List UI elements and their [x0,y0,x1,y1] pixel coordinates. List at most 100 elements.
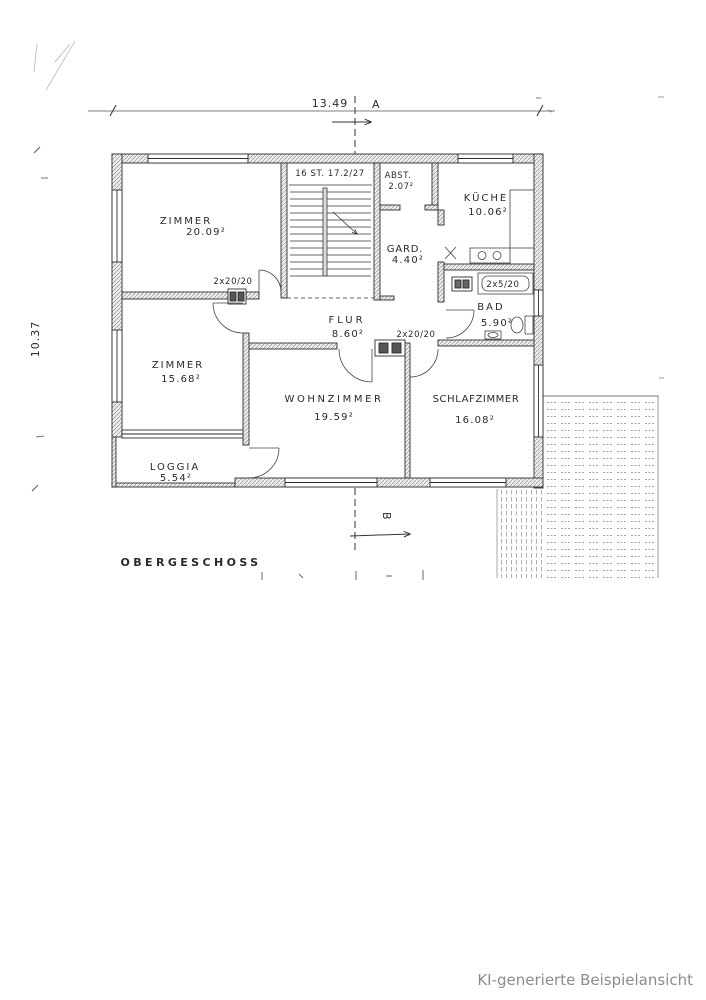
room-name-loggia: LOGGIA [150,462,200,473]
overall-width-label: 13.49 [312,97,349,110]
top-dimension: 13.49 [88,97,555,117]
wardrobe-wall-east [437,209,445,226]
room-name-bedroom: SCHLAFZIMMER [433,394,520,405]
scan-scratch [45,40,76,91]
chimneys [227,276,473,357]
chimney-hall [374,339,406,357]
door-living-room [338,348,373,383]
door-zimmer-west [212,302,244,334]
door-bathroom [445,309,475,339]
exterior-wall-south [234,477,544,488]
cut-mark [298,573,304,579]
room-name-storage: ABST. [385,171,412,181]
bathtub-basin [481,275,530,292]
stairwell: 16 ST. 17.2/27 [287,169,374,299]
chimney-note-west: 2x20/20 [213,277,252,287]
washbasin [484,330,502,340]
room-living-wall [242,332,250,446]
exterior-wall-east [533,153,544,489]
storage-wall-east [431,162,439,211]
window [147,153,249,164]
stove-burner [492,251,502,260]
room-divider-wall [121,291,229,300]
section-label-bottom: B [380,512,393,521]
floor-title: OBERGESCHOSS [121,556,262,569]
dimension-tick [35,435,45,438]
chimney-west [227,288,247,305]
kitchen-stove [469,247,511,264]
door-bedroom [409,348,439,378]
window [429,477,507,488]
dimension-tick [109,104,117,117]
room-area-storage: 2.07² [388,182,413,192]
room-area-loggia: 5.54² [160,473,192,484]
toilet-tank [524,315,534,335]
wardrobe-wall-east [437,261,445,303]
section-arrow [349,534,410,536]
scan-cut-marks [261,570,424,580]
section-marker-top: A [332,96,380,158]
room-area-zimmer-north: 20.09² [186,227,226,238]
room-area-wardrobe: 4.40² [392,255,424,266]
room-area-zimmer-west: 15.68² [161,374,201,385]
chimney-notes: 2x20/20 2x20/20 2x5/20 [213,277,519,340]
window [533,364,544,438]
chimney-note-hall: 2x20/20 [396,330,435,340]
scan-scratch [33,43,38,73]
stair-center-wall [322,187,328,277]
neighbor-building [496,395,659,578]
room-area-bathroom: 5.90² [481,318,513,329]
room-area-kitchen: 10.06² [468,207,508,218]
room-name-zimmer-north: ZIMMER [160,216,212,227]
hall-living-wall [248,342,338,350]
room-name-kitchen: KÜCHE [464,191,508,204]
room-name-hall: FLUR [328,315,365,326]
bathtub [477,272,534,295]
overall-depth-label: 10.37 [29,321,42,358]
room-labels: ZIMMER 20.09² ABST. 2.07² KÜCHE 10.06² G… [150,171,520,484]
window [457,153,514,164]
stair-note: 16 ST. 17.2/27 [295,169,365,179]
loggia-window-door [121,429,244,439]
neighbor-stripe-area [497,489,543,578]
kitchen-counter [509,189,535,249]
chimney-bath [451,276,473,292]
loggia-parapet-west [111,436,117,488]
door-loggia [248,447,280,479]
dimension-tick [536,104,544,117]
window [533,289,544,317]
dimension-tick [31,484,39,492]
window [111,329,123,403]
scan-artifacts [33,40,664,379]
neighbor-hatch-area [543,397,658,578]
storage-wall-south [424,204,439,211]
chimney-note-bath: 2x5/20 [486,280,519,290]
door-zimmer-north [258,269,282,293]
washbasin-bowl [487,332,499,338]
dimension-tick [33,146,41,154]
room-area-living-room: 19.59² [314,412,354,423]
section-marker-bottom: B [349,488,410,550]
living-bedroom-wall [404,342,411,479]
room-name-bathroom: BAD [477,302,504,313]
building-walls [111,153,544,489]
left-dimension: 10.37 [29,146,48,492]
doors [212,246,475,479]
stair-wall-west [280,162,288,299]
wardrobe-wall-south [379,295,395,301]
room-area-hall: 8.60² [332,329,364,340]
room-name-zimmer-west: ZIMMER [152,360,204,371]
stair-direction-arrow [332,211,357,234]
room-name-wardrobe: GARD. [387,244,423,255]
stove-burner [477,251,487,260]
storage-wall-south [379,204,401,211]
room-name-living-room: WOHNZIMMER [284,394,383,405]
stair-wall-east [373,162,381,301]
kitchen-bath-wall [443,263,535,271]
toilet-bowl [510,316,524,334]
stair-treads [290,191,371,277]
room-area-bedroom: 16.08² [455,415,495,426]
scan-scratch [54,43,71,63]
fixtures [469,189,535,340]
